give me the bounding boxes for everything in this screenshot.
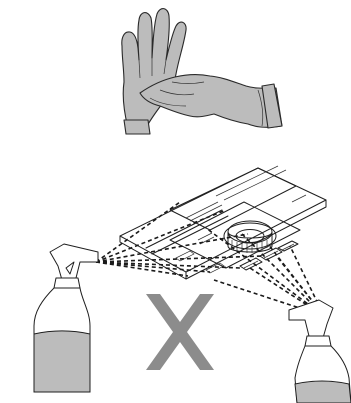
spray-bottle-icon xyxy=(34,244,98,392)
range-hood-diagram xyxy=(120,166,326,279)
spray-bottle-icon xyxy=(289,300,351,403)
protective-glove-icon xyxy=(122,9,282,134)
prohibition-cross-icon xyxy=(146,294,214,370)
